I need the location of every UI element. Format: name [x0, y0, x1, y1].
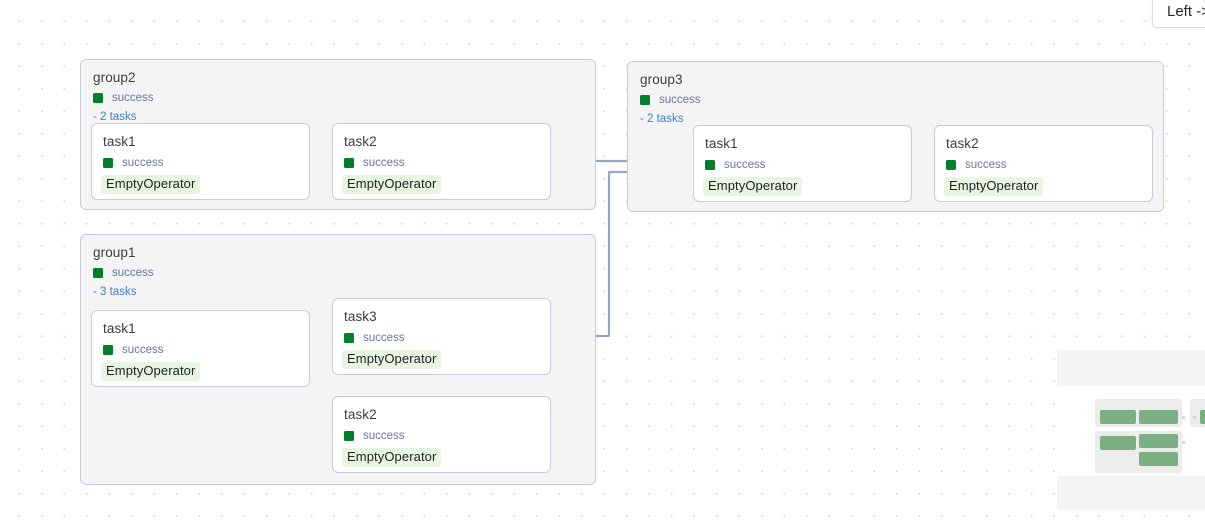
- task-node-state-label: success: [363, 332, 405, 344]
- task-node-title: task1: [103, 134, 136, 149]
- task-node-state-label: success: [724, 159, 766, 171]
- task-node-state: success: [333, 325, 550, 345]
- success-status-swatch-icon: [344, 158, 354, 168]
- success-status-swatch-icon: [705, 160, 715, 170]
- success-status-swatch-icon: [103, 345, 113, 355]
- task-group-title: group1: [93, 245, 136, 260]
- task-group-collapse-toggle[interactable]: - 2 tasks: [640, 113, 684, 125]
- task-group-title: group2: [93, 70, 136, 85]
- task-node-operator-badge: EmptyOperator: [342, 350, 442, 369]
- task-node-operator-badge: EmptyOperator: [101, 175, 201, 194]
- graph-direction-label: Left -> Right: [1167, 2, 1205, 20]
- task-node-group3-task1[interactable]: task1 success EmptyOperator: [693, 125, 912, 202]
- task-node-state: success: [935, 152, 1152, 172]
- task-group-state-label: success: [112, 267, 154, 279]
- task-node-operator-badge: EmptyOperator: [342, 175, 442, 194]
- success-status-swatch-icon: [344, 333, 354, 343]
- task-group-header-group3: group3 success - 2 tasks: [628, 62, 1163, 126]
- task-group-header-group2: group2 success - 2 tasks: [81, 60, 595, 124]
- task-node-state: success: [92, 337, 309, 357]
- task-group-state: success: [93, 91, 595, 105]
- task-node-state-label: success: [363, 157, 405, 169]
- task-node-title: task3: [344, 309, 377, 324]
- success-status-swatch-icon: [946, 160, 956, 170]
- task-group-header-group1: group1 success - 3 tasks: [81, 235, 595, 299]
- task-group-state: success: [93, 266, 595, 280]
- task-node-group1-task2[interactable]: task2 success EmptyOperator: [332, 396, 551, 473]
- task-group-title: group3: [640, 72, 683, 87]
- minimap-edge-dot: [1193, 416, 1196, 419]
- minimap-node: [1139, 410, 1178, 424]
- success-status-swatch-icon: [93, 93, 103, 103]
- success-status-swatch-icon: [103, 158, 113, 168]
- success-status-swatch-icon: [640, 95, 650, 105]
- graph-minimap[interactable]: [1057, 350, 1205, 510]
- task-node-state-label: success: [363, 430, 405, 442]
- task-node-title: task1: [103, 321, 136, 336]
- minimap-node: [1100, 410, 1136, 424]
- task-group-state-label: success: [659, 94, 701, 106]
- minimap-edge-dot: [1182, 416, 1185, 419]
- minimap-edge-dot: [1182, 441, 1185, 444]
- minimap-node: [1139, 452, 1178, 466]
- task-node-title: task1: [705, 136, 738, 151]
- task-node-operator-badge: EmptyOperator: [944, 177, 1044, 196]
- task-node-group2-task2[interactable]: task2 success EmptyOperator: [332, 123, 551, 200]
- minimap-node: [1200, 410, 1205, 424]
- task-group-collapse-toggle[interactable]: - 3 tasks: [93, 286, 137, 298]
- task-node-state: success: [333, 150, 550, 170]
- task-group-state: success: [640, 93, 1163, 107]
- task-node-group1-task3[interactable]: task3 success EmptyOperator: [332, 298, 551, 375]
- task-group-state-label: success: [112, 92, 154, 104]
- task-node-title: task2: [344, 407, 377, 422]
- task-node-operator-badge: EmptyOperator: [342, 448, 442, 467]
- task-node-state: success: [333, 423, 550, 443]
- success-status-swatch-icon: [93, 268, 103, 278]
- minimap-node: [1139, 434, 1178, 448]
- task-node-group1-task1[interactable]: task1 success EmptyOperator: [91, 310, 310, 387]
- task-node-state-label: success: [965, 159, 1007, 171]
- task-node-operator-badge: EmptyOperator: [101, 362, 201, 381]
- task-node-title: task2: [946, 136, 979, 151]
- task-group-collapse-toggle[interactable]: - 2 tasks: [93, 111, 137, 123]
- task-node-state-label: success: [122, 157, 164, 169]
- task-node-state-label: success: [122, 344, 164, 356]
- task-node-operator-badge: EmptyOperator: [703, 177, 803, 196]
- success-status-swatch-icon: [344, 431, 354, 441]
- minimap-viewport: [1057, 386, 1205, 476]
- task-node-group2-task1[interactable]: task1 success EmptyOperator: [91, 123, 310, 200]
- task-node-title: task2: [344, 134, 377, 149]
- task-node-state: success: [694, 152, 911, 172]
- minimap-node: [1100, 436, 1136, 450]
- task-node-group3-task2[interactable]: task2 success EmptyOperator: [934, 125, 1153, 202]
- graph-direction-button[interactable]: Left -> Right: [1152, 0, 1205, 28]
- task-node-state: success: [92, 150, 309, 170]
